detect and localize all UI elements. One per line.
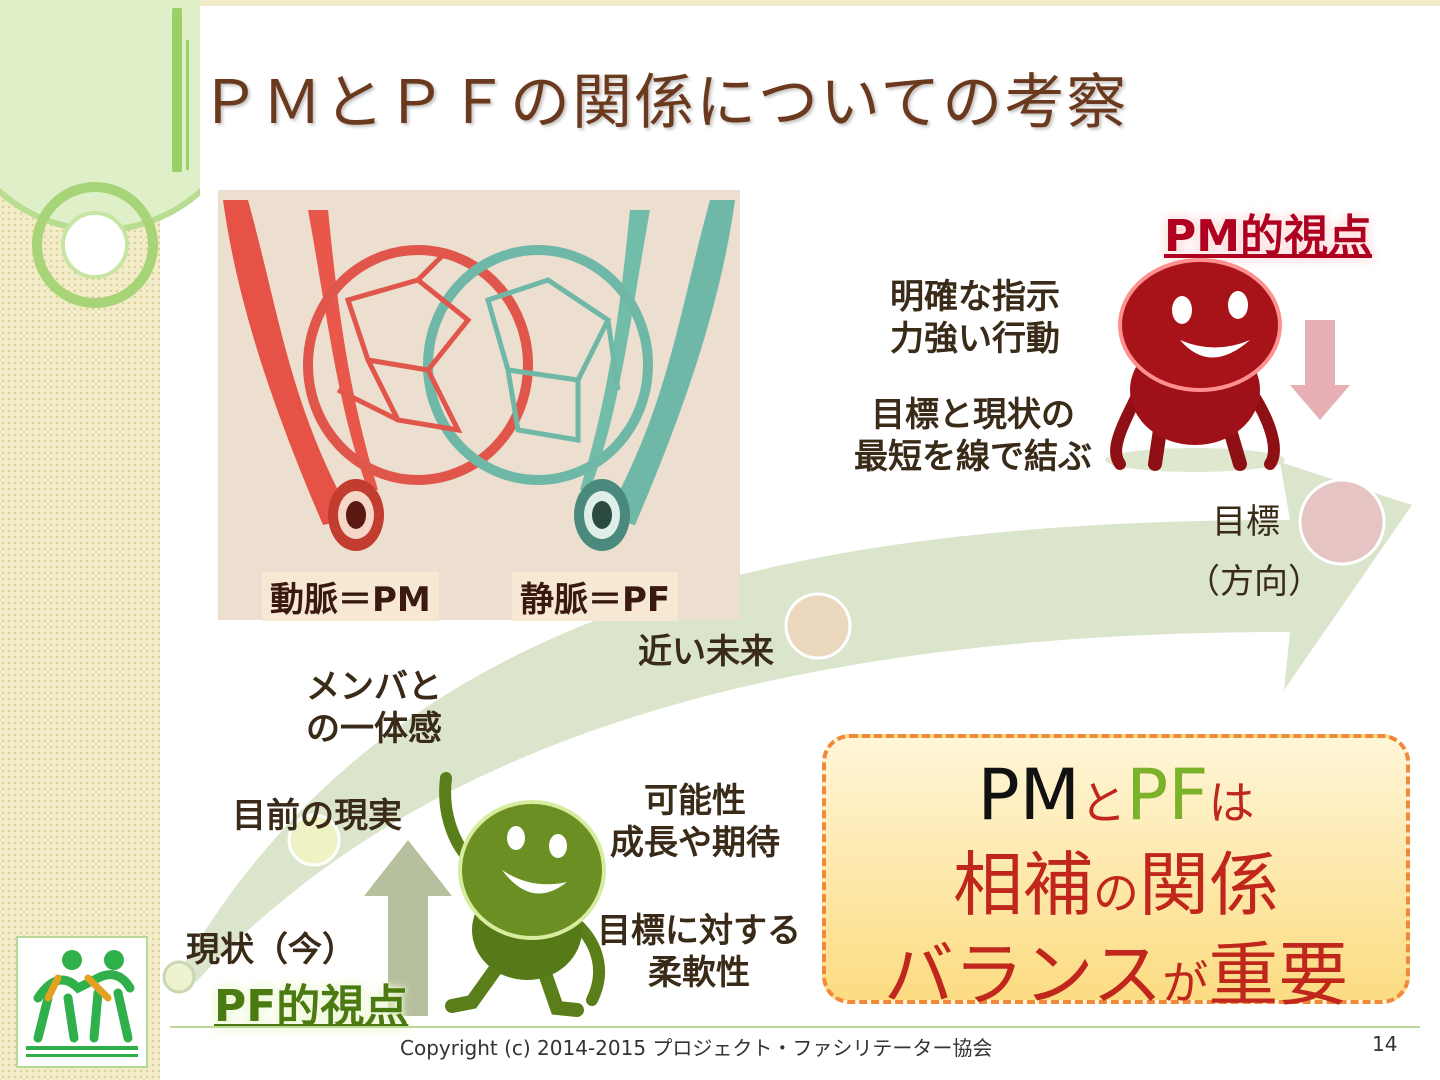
pf-point-1-line2: 成長や期待: [590, 822, 800, 864]
organization-logo: [16, 936, 148, 1068]
callout-pm: PM: [977, 754, 1080, 836]
vein-label: 静脈＝PF: [512, 572, 678, 621]
pf-view-heading: PF的視点: [214, 970, 408, 1034]
callout-pf: PF: [1126, 754, 1208, 836]
pm-character-icon: [1100, 250, 1400, 480]
callout-line3b: が: [1162, 956, 1208, 1010]
pm-point-2-line2: 最短を線で結ぶ: [838, 436, 1108, 478]
blood-vessel-image: [218, 190, 740, 620]
artery-label: 動脈＝PM: [262, 572, 439, 621]
pm-point-1-line1: 明確な指示: [860, 276, 1090, 318]
pf-point-1: 可能性 成長や期待: [590, 780, 800, 864]
pf-point-2-line1: 目標に対する: [584, 910, 814, 952]
footer-divider: [170, 1026, 1420, 1028]
goal-label: 目標: [1212, 494, 1280, 543]
goal-direction-label: （方向）: [1186, 554, 1322, 603]
current-label: 現状（今）: [186, 922, 356, 971]
callout-line-1: PMとPFは: [826, 754, 1406, 844]
copyright-text: Copyright (c) 2014-2015 プロジェクト・ファシリテーター協…: [400, 1032, 992, 1061]
callout-line2c: 関係: [1139, 844, 1279, 926]
pf-point-2-line2: 柔軟性: [584, 952, 814, 994]
pf-point-2: 目標に対する 柔軟性: [584, 910, 814, 994]
pm-point-1-line2: 力強い行動: [860, 318, 1090, 360]
callout-to: と: [1080, 776, 1126, 830]
callout-wa: は: [1209, 776, 1255, 830]
near-future-marker-icon: [782, 590, 856, 664]
pm-point-2: 目標と現状の 最短を線で結ぶ: [838, 394, 1108, 478]
pf-point-1-line1: 可能性: [590, 780, 800, 822]
team-unity-label: メンバと の一体感: [306, 666, 442, 750]
reality-label: 目前の現実: [232, 788, 402, 837]
callout-line3c: 重要: [1208, 934, 1348, 1016]
callout-line-2: 相補の関係: [826, 844, 1406, 934]
callout-line2a: 相補: [953, 844, 1093, 926]
page-number: 14: [1372, 1032, 1397, 1056]
callout-line-3: バランスが重要: [826, 934, 1406, 1024]
conclusion-callout: PMとPFは 相補の関係 バランスが重要: [822, 734, 1410, 1004]
pm-point-1: 明確な指示 力強い行動: [860, 276, 1090, 360]
team-unity-line2: の一体感: [306, 708, 442, 750]
pm-point-2-line1: 目標と現状の: [838, 394, 1108, 436]
callout-line2b: の: [1093, 866, 1139, 920]
near-future-label: 近い未来: [638, 624, 774, 673]
team-unity-line1: メンバと: [306, 666, 442, 708]
callout-line3a: バランス: [884, 934, 1163, 1016]
